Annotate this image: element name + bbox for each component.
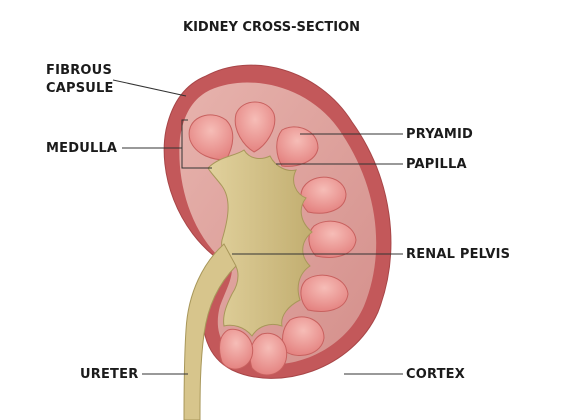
ureter-label: URETER <box>80 367 138 382</box>
pyramid <box>309 221 356 257</box>
pyramid <box>301 275 348 311</box>
cortex-label: CORTEX <box>406 367 465 382</box>
renal-pelvis-label: RENAL PELVIS <box>406 247 510 262</box>
pyramid-label: PRYAMID <box>406 127 473 142</box>
fibrous-capsule-label-line2: CAPSULE <box>46 81 114 96</box>
pyramid <box>301 177 346 213</box>
papilla-label: PAPILLA <box>406 157 467 172</box>
medulla-label: MEDULLA <box>46 141 117 156</box>
fibrous-capsule-leader <box>113 80 186 96</box>
pyramid <box>283 317 324 356</box>
pyramid <box>250 333 287 375</box>
diagram-title: KIDNEY CROSS-SECTION <box>183 20 360 35</box>
fibrous-capsule-label-line1: FIBROUS <box>46 63 112 78</box>
